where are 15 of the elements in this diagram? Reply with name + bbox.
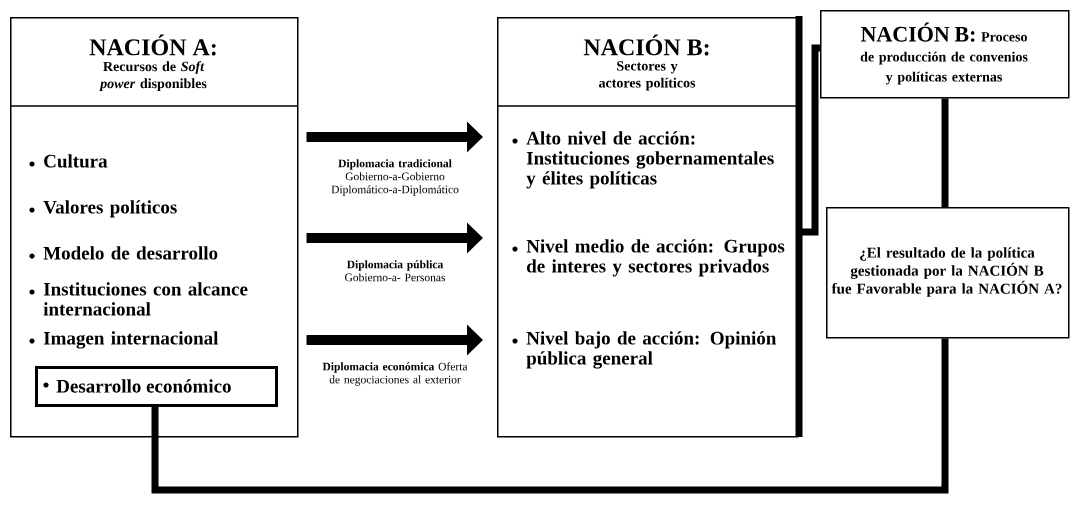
list-item: Modelo de desarrollo — [43, 246, 218, 260]
edge-label: Diplomacia tradicional Gobierno-a-Gobierno Diplomático-a-Diplomático — [331, 159, 459, 196]
box-title: NACIÓN B: Proceso de producción de convenios y políticas externas — [860, 22, 1028, 85]
edge-label: Diplomacia pública Gobierno-a- Personas — [345, 260, 446, 282]
list-item: Valores políticos — [43, 200, 177, 218]
subheading: Recursos de Soft power disponibles — [99, 61, 207, 92]
list-item: Cultura — [44, 154, 108, 168]
heading: NACIÓN A: — [89, 34, 216, 56]
list-item: Desarrollo económico — [56, 379, 231, 393]
feedback-line — [151, 338, 949, 494]
edge-label: Diplomacia económica Oferta de negociaciones al exterior — [322, 362, 468, 386]
list-item: Instituciones con alcance internacional — [43, 282, 248, 316]
connector-line — [941, 98, 949, 207]
question-text: ¿El resultado de la política gestionada por la NACIÓN B fue Favorable para la NACIÓN A? — [831, 247, 1062, 297]
list-item: Imagen internacional — [43, 331, 219, 349]
